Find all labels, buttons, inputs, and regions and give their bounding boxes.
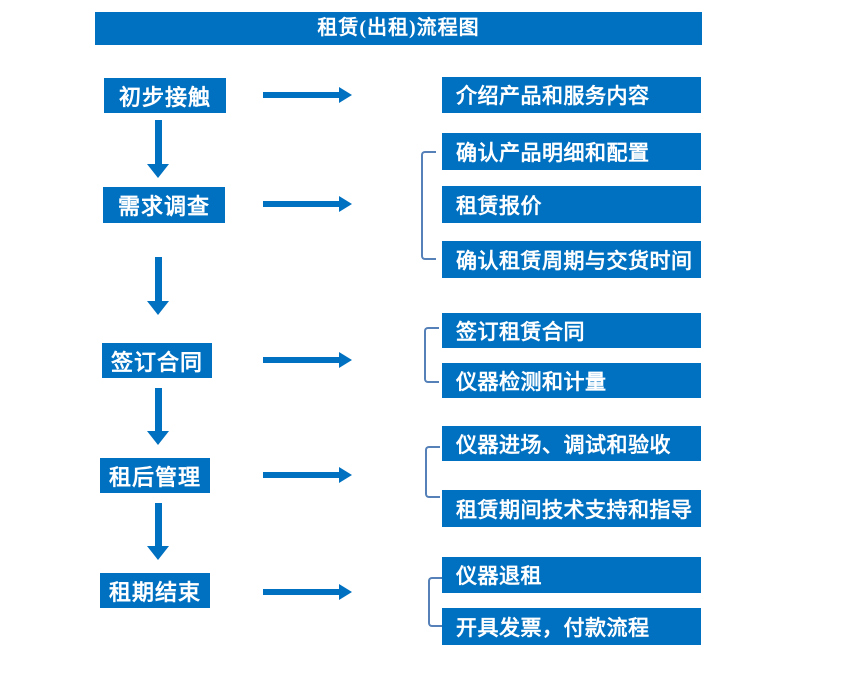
step-demand-survey: 需求调查 bbox=[103, 187, 225, 223]
right-arrow-stem bbox=[263, 201, 339, 207]
down-arrow-stem bbox=[154, 120, 162, 164]
output-introduce-products-services: 介绍产品和服务内容 bbox=[442, 77, 701, 113]
step-initial-contact: 初步接触 bbox=[104, 78, 226, 113]
output-confirm-rental-period-delivery: 确认租赁周期与交货时间 bbox=[442, 241, 701, 278]
down-arrow-head bbox=[147, 164, 169, 178]
right-arrow-stem bbox=[263, 92, 339, 98]
down-arrow-head bbox=[147, 301, 169, 315]
right-arrow-head bbox=[339, 467, 352, 483]
output-instrument-testing-metering: 仪器检测和计量 bbox=[442, 363, 701, 398]
right-arrow-5 bbox=[263, 584, 352, 600]
bracket-demand-survey-outputs bbox=[421, 151, 436, 260]
down-arrow-4 bbox=[147, 503, 169, 560]
output-instrument-return: 仪器退租 bbox=[442, 557, 701, 593]
right-arrow-2 bbox=[263, 196, 352, 212]
down-arrow-stem bbox=[154, 388, 162, 431]
right-arrow-head bbox=[339, 584, 352, 600]
right-arrow-stem bbox=[263, 357, 339, 363]
down-arrow-2 bbox=[147, 257, 169, 315]
output-sign-rental-contract: 签订租赁合同 bbox=[442, 313, 701, 348]
bracket-sign-contract-outputs bbox=[424, 327, 439, 383]
output-technical-support-guidance: 租赁期间技术支持和指导 bbox=[442, 490, 701, 527]
down-arrow-1 bbox=[147, 120, 169, 178]
step-rental-end: 租期结束 bbox=[100, 573, 210, 608]
right-arrow-4 bbox=[263, 467, 352, 483]
output-instrument-setup-acceptance: 仪器进场、调试和验收 bbox=[442, 426, 701, 461]
down-arrow-head bbox=[147, 431, 169, 445]
output-rental-quotation: 租赁报价 bbox=[442, 186, 701, 223]
right-arrow-head bbox=[339, 196, 352, 212]
right-arrow-3 bbox=[263, 352, 352, 368]
right-arrow-stem bbox=[263, 472, 339, 478]
step-post-rental-management: 租后管理 bbox=[100, 458, 210, 493]
down-arrow-head bbox=[147, 546, 169, 560]
bracket-rental-end-outputs bbox=[428, 577, 443, 627]
down-arrow-stem bbox=[154, 503, 162, 546]
output-confirm-product-details: 确认产品明细和配置 bbox=[442, 133, 701, 170]
step-sign-contract: 签订合同 bbox=[102, 343, 212, 378]
right-arrow-stem bbox=[263, 589, 339, 595]
right-arrow-1 bbox=[263, 87, 352, 103]
right-arrow-head bbox=[339, 87, 352, 103]
down-arrow-3 bbox=[147, 388, 169, 445]
flowchart-title: 租赁(出租)流程图 bbox=[95, 12, 702, 45]
bracket-post-rental-outputs bbox=[425, 446, 440, 498]
output-invoice-payment-process: 开具发票，付款流程 bbox=[442, 608, 701, 645]
right-arrow-head bbox=[339, 352, 352, 368]
down-arrow-stem bbox=[154, 257, 162, 301]
